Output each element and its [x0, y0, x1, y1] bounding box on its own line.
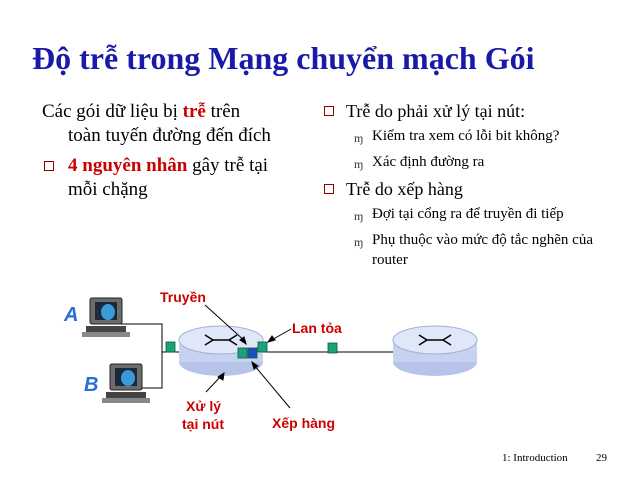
- host-a-label: A: [64, 304, 79, 326]
- cause-highlight: 4 nguyên nhân: [68, 155, 188, 176]
- packets: [165, 341, 338, 359]
- intro-post: trên: [205, 101, 241, 122]
- bullet-queueing: Trễ do xếp hàng: [322, 178, 622, 200]
- intro-line2: toàn tuyến đường đến đích: [68, 125, 271, 146]
- sub-bullet-bit-error: ɱ Kiểm tra xem có lỗi bit không?: [322, 126, 622, 146]
- intro-pre: Các gói dữ liệu bị: [42, 101, 183, 122]
- intro-paragraph: Các gói dữ liệu bị trễ trên toàn tuyến đ…: [42, 100, 312, 148]
- router-2-icon: [392, 325, 478, 376]
- sub-bullet-congestion-text: Phụ thuộc vào mức độ tắc nghẽn của route…: [372, 232, 593, 268]
- cause-post: gây trễ tại: [187, 155, 269, 176]
- sub-bullet-icon: ɱ: [354, 235, 364, 249]
- label-process-2: tại nút: [182, 416, 224, 432]
- square-bullet-icon: [44, 161, 54, 171]
- label-process-1: Xử lý: [186, 398, 222, 414]
- square-bullet-icon: [324, 184, 334, 194]
- host-a-computer-icon: [82, 297, 130, 337]
- host-b-computer-icon: [102, 363, 150, 403]
- link-host-a: [118, 323, 190, 353]
- packet: [257, 341, 268, 353]
- packet: [165, 341, 176, 353]
- cause-bullet: 4 nguyên nhân gây trễ tại mỗi chặng: [42, 154, 312, 202]
- packet: [327, 342, 338, 354]
- intro-highlight: trễ: [182, 101, 206, 122]
- network-diagram: A B Truyền Lan tỏa Xử lý tại nút Xếp hàn…: [0, 280, 640, 440]
- slide-title: Độ trễ trong Mạng chuyển mạch Gói: [32, 40, 535, 76]
- square-bullet-icon: [324, 106, 334, 116]
- right-text-block: Trễ do phải xử lý tại nút: ɱ Kiểm tra xe…: [322, 100, 622, 276]
- bullet-processing: Trễ do phải xử lý tại nút:: [322, 100, 622, 122]
- label-propagate: Lan tỏa: [292, 320, 342, 336]
- sub-bullet-wait-text: Đợi tại cổng ra để truyền đi tiếp: [372, 206, 564, 222]
- sub-bullet-icon: ɱ: [354, 157, 364, 171]
- cause-line2: mỗi chặng: [68, 179, 148, 200]
- footer-page-number: 29: [596, 452, 607, 464]
- bullet-processing-text: Trễ do phải xử lý tại nút:: [346, 101, 526, 121]
- left-text-block: Các gói dữ liệu bị trễ trên toàn tuyến đ…: [42, 100, 312, 202]
- footer-chapter: 1: Introduction: [502, 452, 568, 464]
- bullet-queueing-text: Trễ do xếp hàng: [346, 179, 463, 199]
- sub-bullet-icon: ɱ: [354, 131, 364, 145]
- label-transmit: Truyền: [160, 289, 206, 305]
- host-b-label: B: [84, 374, 99, 396]
- sub-bullet-route: ɱ Xác định đường ra: [322, 152, 622, 172]
- network-diagram-svg: [82, 297, 478, 409]
- sub-bullet-icon: ɱ: [354, 209, 364, 223]
- annotation-arrows: [204, 304, 292, 409]
- packet: [247, 347, 258, 359]
- label-queue: Xếp hàng: [272, 415, 336, 431]
- sub-bullet-bit-error-text: Kiểm tra xem có lỗi bit không?: [372, 128, 560, 144]
- link-host-b: [138, 352, 163, 389]
- sub-bullet-route-text: Xác định đường ra: [372, 154, 485, 170]
- sub-bullet-congestion: ɱ Phụ thuộc vào mức độ tắc nghẽn của rou…: [322, 230, 622, 270]
- sub-bullet-wait: ɱ Đợi tại cổng ra để truyền đi tiếp: [322, 204, 622, 224]
- packet: [237, 347, 248, 359]
